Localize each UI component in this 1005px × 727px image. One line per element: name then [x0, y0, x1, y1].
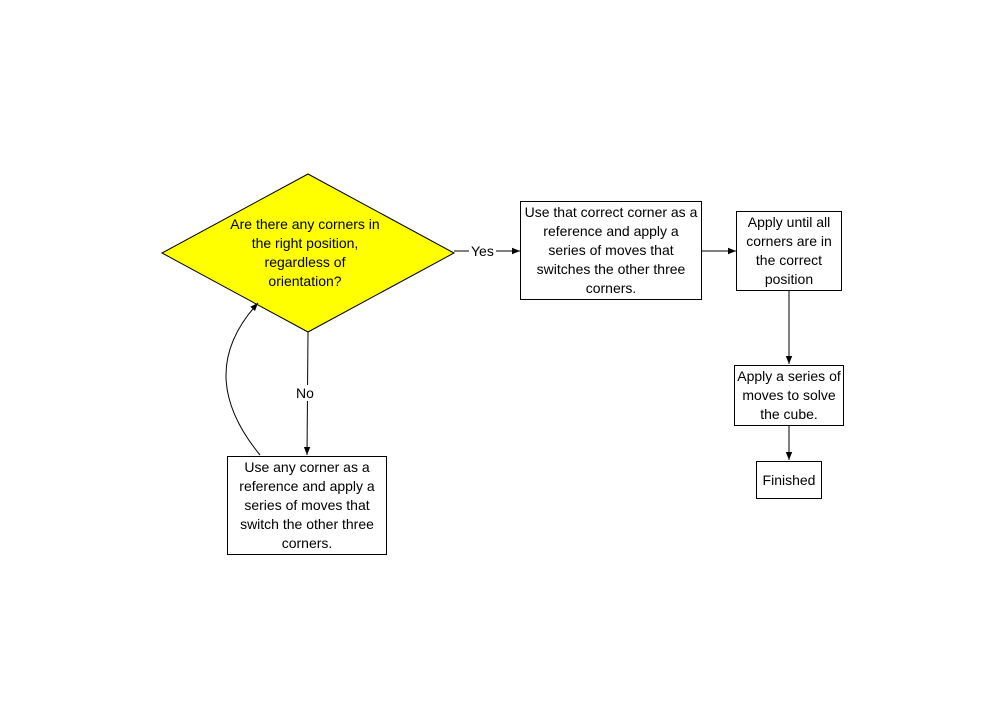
process-box-use-any-corner: Use any corner as a reference and apply … [227, 456, 387, 555]
process-box-apply-until: Apply until all corners are in the corre… [736, 211, 842, 291]
process-text-use-correct-corner: Use that correct corner as a reference a… [524, 204, 698, 296]
process-box-apply-series-solve: Apply a series of moves to solve the cub… [734, 365, 844, 426]
terminal-box-finished: Finished [756, 461, 822, 499]
process-text-use-any-corner: Use any corner as a reference and apply … [239, 459, 375, 551]
edge-loop-back [225, 302, 261, 456]
yes-label: Yes [469, 243, 496, 259]
process-text-apply-series-solve: Apply a series of moves to solve the cub… [737, 368, 841, 422]
process-box-use-correct-corner: Use that correct corner as a reference a… [520, 201, 702, 300]
no-label: No [294, 385, 316, 401]
decision-text: Are there any corners in the right posit… [230, 216, 380, 289]
terminal-text-finished: Finished [762, 471, 816, 488]
process-text-apply-until: Apply until all corners are in the corre… [746, 214, 832, 287]
